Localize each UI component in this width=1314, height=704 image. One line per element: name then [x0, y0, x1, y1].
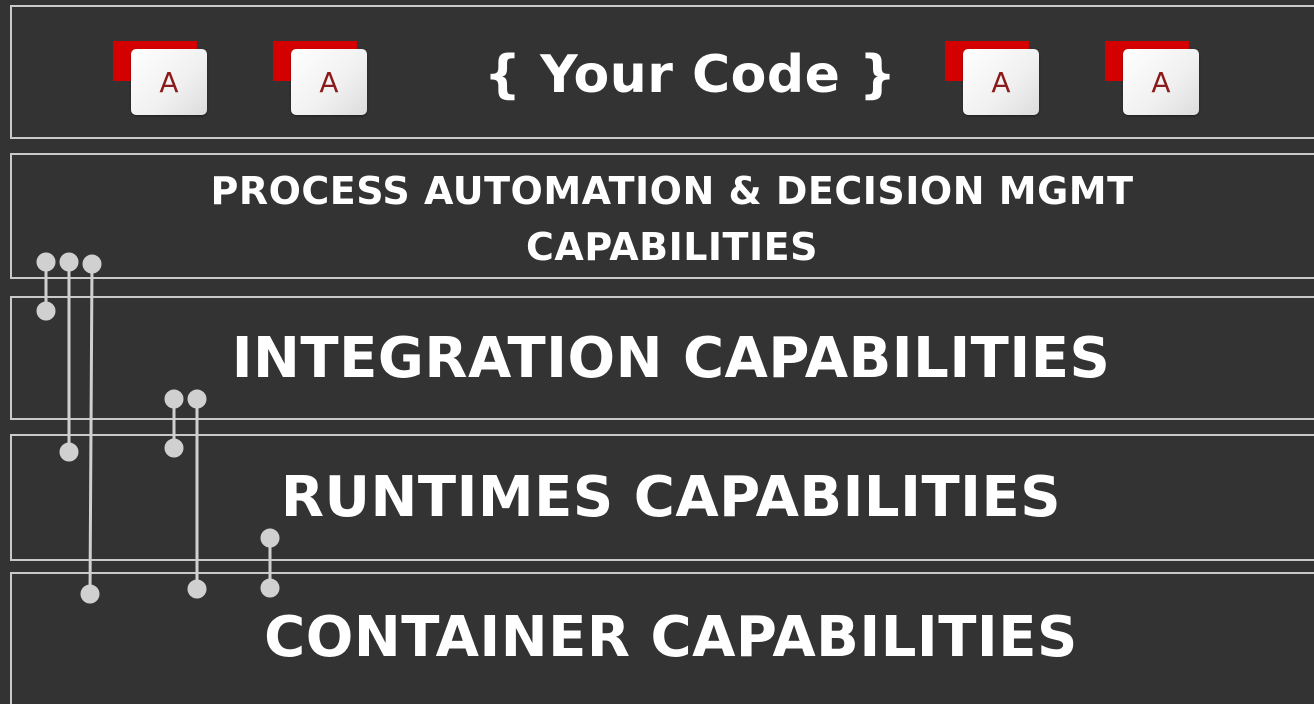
app-a-icon: A [1105, 41, 1199, 115]
app-icon-tile: A [131, 49, 207, 115]
your-code-title: { Your Code } [484, 45, 897, 105]
integration-layer: INTEGRATION CAPABILITIES [10, 296, 1314, 420]
integration-title: INTEGRATION CAPABILITIES [231, 325, 1111, 391]
process-automation-layer: PROCESS AUTOMATION & DECISION MGMT CAPAB… [10, 153, 1314, 279]
app-icon-tile: A [963, 49, 1039, 115]
container-layer: CONTAINER CAPABILITIES [10, 572, 1314, 704]
runtimes-title: RUNTIMES CAPABILITIES [280, 465, 1062, 530]
app-a-icon: A [113, 41, 207, 115]
app-a-icon: A [945, 41, 1039, 115]
process-automation-title: PROCESS AUTOMATION & DECISION MGMT CAPAB… [210, 169, 1134, 269]
container-title: CONTAINER CAPABILITIES [264, 604, 1078, 670]
app-icon-tile: A [1123, 49, 1199, 115]
runtimes-layer: RUNTIMES CAPABILITIES [10, 434, 1314, 561]
app-a-icon: A [273, 41, 367, 115]
your-code-layer: A A { Your Code } A A [10, 5, 1314, 139]
app-icon-tile: A [291, 49, 367, 115]
